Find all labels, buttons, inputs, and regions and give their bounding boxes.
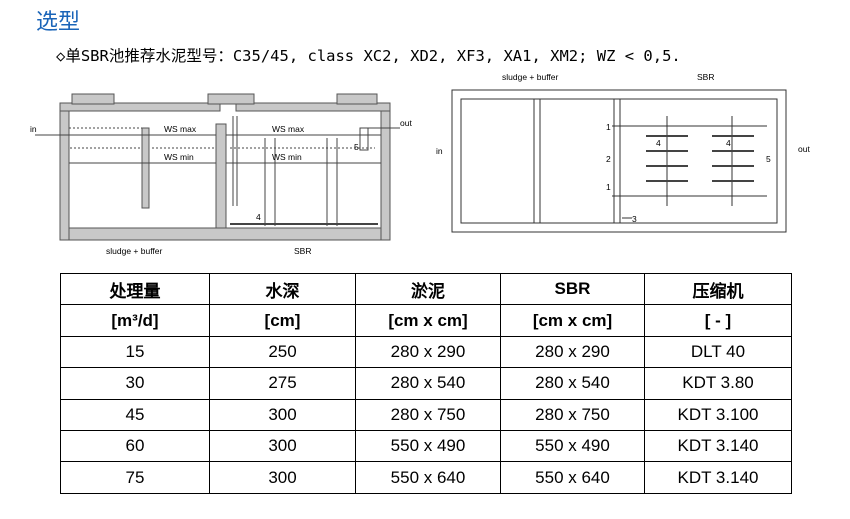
table-row: 45 300 280 x 750 280 x 750 KDT 3.100 (60, 398, 792, 431)
plan-diagram: sludge + buffer SBR in out 1 2 1 3 4 4 5 (436, 72, 810, 233)
section-in-label: in (30, 124, 37, 134)
table-cell: 15 (60, 335, 210, 369)
plan-outer-wall (451, 89, 787, 233)
table-cell: 30 (60, 367, 210, 400)
table-cell: KDT 3.100 (644, 398, 792, 431)
table-row: 15 250 280 x 290 280 x 290 DLT 40 (60, 335, 792, 369)
ws-max-label-1: WS max (164, 124, 197, 134)
tank-right-wall (380, 109, 391, 241)
table-row: 60 300 550 x 490 550 x 490 KDT 3.140 (60, 429, 792, 463)
section-out-label: out (400, 118, 412, 128)
plan-sbr-label: SBR (697, 72, 714, 82)
manhole-1 (71, 93, 115, 105)
table-cell: 75 (60, 461, 210, 494)
plan-num-2: 2 (606, 154, 611, 164)
table-cell: 60 (60, 429, 210, 463)
manhole-3 (336, 93, 378, 105)
ws-min-label-2: WS min (272, 152, 302, 162)
tank-top-right (235, 102, 391, 112)
table-cell: KDT 3.80 (644, 367, 792, 400)
header-sludge: 淤泥 (355, 272, 501, 306)
plan-num-4a: 4 (656, 138, 661, 148)
table-cell: 280 x 290 (355, 335, 501, 369)
concrete-spec-line: ◇单SBR池推荐水泥型号：C35/45, class XC2, XD2, XF3… (56, 47, 681, 65)
section-sbr-label: SBR (294, 246, 311, 256)
table-row: 75 300 550 x 640 550 x 640 KDT 3.140 (60, 461, 792, 494)
unit-cell: [ - ] (644, 304, 792, 337)
table-cell: KDT 3.140 (644, 461, 792, 494)
table-cell: KDT 3.140 (644, 429, 792, 463)
plan-num-5: 5 (766, 154, 771, 164)
table-header-row: 处理量 水深 淤泥 SBR 压缩机 (60, 272, 792, 306)
ws-max-label-2: WS max (272, 124, 305, 134)
model-selection-table: 处理量 水深 淤泥 SBR 压缩机 [m³/d] [cm] [cm x cm] … (60, 272, 792, 494)
section-num-4: 4 (256, 212, 261, 222)
plan-num-4b: 4 (726, 138, 731, 148)
section-diagram: in out WS max WS min WS max WS min 4 5 s… (30, 93, 412, 256)
table-cell: 250 (209, 335, 356, 369)
table-row: 30 275 280 x 540 280 x 540 KDT 3.80 (60, 367, 792, 400)
table-cell: 45 (60, 398, 210, 431)
table-cell: 280 x 540 (355, 367, 501, 400)
header-sbr: SBR (500, 272, 645, 306)
table-cell: 300 (209, 461, 356, 494)
table-units-row: [m³/d] [cm] [cm x cm] [cm x cm] [ - ] (60, 304, 792, 337)
table-cell: 550 x 640 (500, 461, 645, 494)
section-num-5: 5 (354, 142, 359, 152)
table-cell: 280 x 750 (355, 398, 501, 431)
plan-num-3: 3 (632, 214, 637, 224)
inner-partition (141, 127, 150, 209)
header-capacity: 处理量 (60, 272, 210, 306)
manhole-2 (207, 93, 255, 105)
page-title: 选型 (36, 10, 81, 35)
header-compressor: 压缩机 (644, 272, 792, 306)
table-cell: 550 x 640 (355, 461, 501, 494)
table-cell: 300 (209, 429, 356, 463)
ws-min-label-1: WS min (164, 152, 194, 162)
table-cell: 280 x 290 (500, 335, 645, 369)
table-cell: 550 x 490 (500, 429, 645, 463)
table-cell: 300 (209, 398, 356, 431)
table-cell: 550 x 490 (355, 429, 501, 463)
plan-num-1b: 1 (606, 182, 611, 192)
plan-out-label: out (798, 144, 810, 154)
table-cell: 280 x 540 (500, 367, 645, 400)
table-cell: DLT 40 (644, 335, 792, 369)
unit-cell: [cm x cm] (355, 304, 501, 337)
tank-top-left (59, 102, 221, 112)
unit-cell: [m³/d] (60, 304, 210, 337)
plan-inner-wall (460, 98, 778, 224)
partition-wall (215, 123, 227, 229)
section-sludge-label: sludge + buffer (106, 246, 162, 256)
plan-in-label: in (436, 146, 443, 156)
unit-cell: [cm x cm] (500, 304, 645, 337)
plan-sludge-label: sludge + buffer (502, 72, 558, 82)
tank-left-wall (59, 109, 70, 241)
table-cell: 280 x 750 (500, 398, 645, 431)
unit-cell: [cm] (209, 304, 356, 337)
header-water-depth: 水深 (209, 272, 356, 306)
table-cell: 275 (209, 367, 356, 400)
plan-num-1a: 1 (606, 122, 611, 132)
tank-floor (59, 227, 391, 241)
